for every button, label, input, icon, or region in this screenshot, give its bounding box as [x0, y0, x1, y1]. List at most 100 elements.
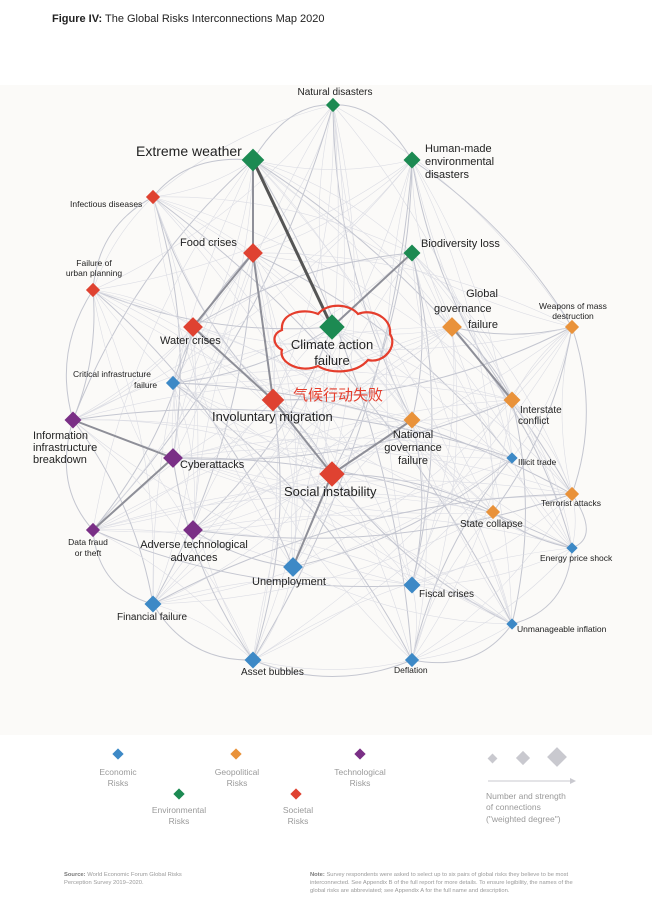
weak-link: [292, 566, 513, 625]
weak-link: [331, 159, 413, 475]
weak-link: [192, 473, 333, 531]
legend-degree-line1: Number and strength: [486, 791, 566, 801]
label-water-crises: Water crises: [160, 335, 221, 347]
label-unmanageable-inflation: Unmanageable inflation: [517, 624, 607, 634]
weak-link: [172, 326, 453, 384]
weak-link: [492, 326, 573, 513]
weak-link: [152, 457, 513, 605]
weak-link: [152, 577, 413, 605]
weak-link: [152, 326, 453, 605]
weak-link: [152, 104, 334, 198]
weak-link: [331, 326, 413, 421]
ring-link: [411, 159, 573, 328]
weak-link: [152, 473, 333, 605]
label-involuntary-migration: Involuntary migration: [212, 409, 333, 424]
weak-link: [152, 159, 413, 605]
label-global-governance-3: failure: [468, 319, 498, 331]
label-energy-price: Energy price shock: [540, 553, 613, 563]
label-natural-disasters: Natural disasters: [297, 87, 373, 98]
label-climate-action-1: Climate action: [290, 337, 374, 352]
weak-link: [72, 326, 194, 421]
weak-link: [252, 159, 513, 625]
label-info-infra-1: Information: [33, 430, 89, 442]
weak-link: [92, 289, 294, 568]
weak-link: [92, 159, 254, 531]
weak-link: [192, 252, 413, 328]
weak-link: [511, 457, 573, 549]
weak-link: [252, 252, 413, 661]
label-financial-failure: Financial failure: [117, 612, 188, 623]
node-financial-failure: [144, 595, 162, 613]
label-extreme-weather: Extreme weather: [136, 143, 242, 159]
legend-economic-line1: Economic: [99, 767, 137, 777]
weak-link: [172, 457, 513, 625]
weak-link: [152, 196, 199, 531]
weak-link: [386, 159, 413, 586]
label-human-made-1: Human-made: [425, 143, 492, 155]
weak-link: [252, 252, 573, 549]
weak-link: [92, 289, 194, 531]
weak-link: [411, 159, 453, 328]
weak-link: [411, 252, 513, 625]
footer-note-line1: Survey respondents were asked to select …: [326, 872, 569, 878]
weak-link: [252, 252, 298, 568]
node-involuntary-migration: [261, 388, 285, 412]
weak-link: [411, 493, 573, 661]
legend-degree-large: [547, 747, 567, 767]
weak-link: [72, 419, 413, 586]
node-fiscal-crises: [403, 576, 421, 594]
weak-link: [152, 511, 494, 605]
legend-degree: Number and strength of connections ("wei…: [486, 791, 566, 825]
weak-link: [411, 399, 513, 661]
legend-geopolitical-line2: Risks: [226, 778, 248, 789]
weak-link: [291, 326, 333, 568]
weak-link: [331, 473, 494, 513]
strong-link-cyberattacks-data-fraud: [92, 457, 174, 531]
ring-link: [332, 104, 413, 161]
ring-link: [65, 289, 94, 421]
legend-technological-line2: Risks: [349, 778, 371, 789]
ring-link: [571, 326, 587, 495]
node-deflation: [404, 652, 420, 668]
weak-link: [92, 289, 333, 475]
weak-link: [172, 159, 254, 459]
label-global-governance-1: Global: [466, 288, 498, 300]
weak-link: [192, 399, 274, 531]
node-unemployment: [283, 557, 303, 577]
weak-link: [511, 399, 573, 495]
weak-link: [152, 196, 413, 586]
node-unmanageable-inflation: [506, 618, 518, 630]
weak-link: [411, 547, 573, 661]
weak-link: [411, 511, 494, 661]
weak-link: [92, 159, 413, 291]
weak-link: [72, 408, 513, 459]
weak-link: [511, 399, 573, 549]
legend-societal-line2: Risks: [287, 816, 309, 827]
weak-link: [172, 382, 413, 586]
ring-link: [252, 659, 413, 677]
weak-link: [252, 252, 513, 459]
legend-technological: Technological Risks: [320, 767, 400, 790]
weak-link: [152, 159, 254, 605]
ring-link: [92, 196, 154, 291]
weak-link: [252, 252, 278, 661]
weak-link: [92, 104, 334, 531]
label-unemployment: Unemployment: [252, 576, 326, 588]
ring-link: [152, 603, 254, 661]
weak-link: [252, 159, 573, 549]
weak-link: [331, 104, 355, 475]
label-infectious-diseases: Infectious diseases: [70, 199, 143, 209]
ring-link: [92, 529, 154, 605]
weak-link: [92, 529, 254, 661]
weak-link: [451, 326, 513, 401]
footer-note-line3: global risks are abbreviated; see Append…: [310, 887, 510, 894]
weak-link: [192, 326, 494, 513]
weak-link: [411, 252, 433, 586]
label-adverse-tech-1: Adverse technological: [140, 539, 248, 551]
weak-link: [331, 326, 513, 625]
label-deflation: Deflation: [394, 665, 428, 675]
weak-link: [192, 529, 513, 625]
legend-geopolitical-line1: Geopolitical: [214, 767, 260, 777]
weak-link: [72, 159, 254, 421]
node-food-crises: [243, 243, 263, 263]
